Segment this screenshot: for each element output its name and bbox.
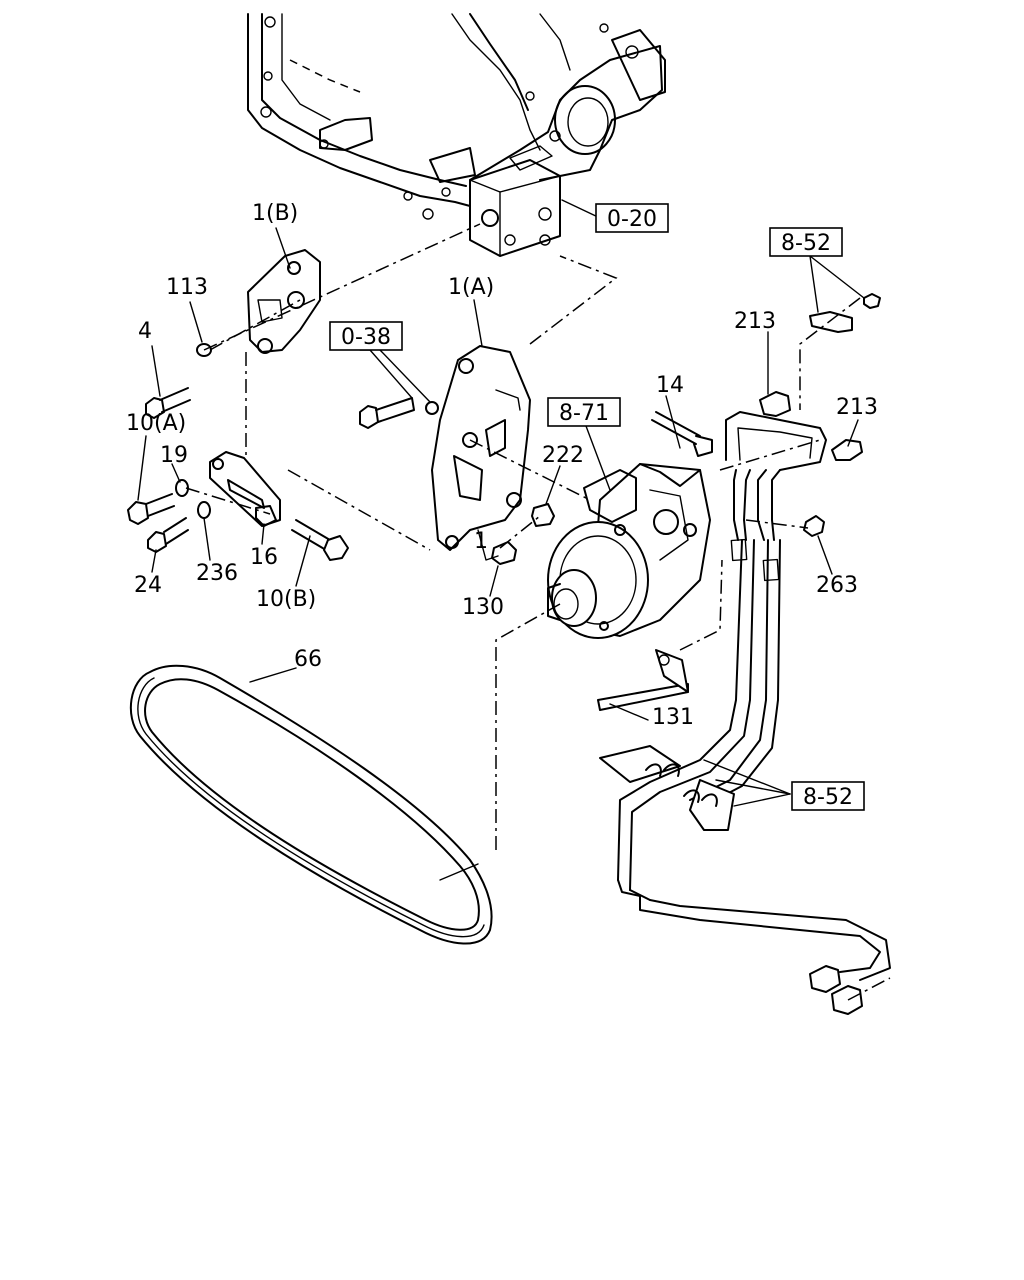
label-1a: 1(A): [448, 275, 494, 300]
engine-housing: [247, 13, 666, 257]
bracket-1a: [431, 345, 531, 551]
bracket-16: [209, 451, 281, 527]
label-14: 14: [656, 373, 684, 398]
ref-label-8-52-bottom: 8-52: [803, 785, 853, 810]
bolt-213-upper: [759, 391, 791, 417]
label-130: 130: [462, 595, 504, 620]
label-113: 113: [166, 275, 208, 300]
label-263: 263: [816, 573, 858, 598]
label-213-upper: 213: [734, 309, 776, 334]
ac-pipe-lines: [599, 411, 891, 1015]
ref-box-8-52-bottom: 8-52: [791, 781, 865, 811]
label-1b: 1(B): [252, 201, 298, 226]
ref-label-8-71: 8-71: [559, 401, 609, 426]
ref-label-8-52-top: 8-52: [781, 231, 831, 256]
ref-box-8-52-top: 8-52: [769, 227, 843, 257]
label-222: 222: [542, 443, 584, 468]
label-236: 236: [196, 561, 238, 586]
washer-0-38: [425, 401, 439, 415]
nut-263: [803, 515, 825, 537]
label-10b: 10(B): [256, 587, 316, 612]
bolt-4: [145, 387, 191, 419]
bolt-10b: [291, 519, 349, 561]
label-131: 131: [652, 705, 694, 730]
leader-lines: [137, 199, 865, 881]
spacer-222: [531, 503, 555, 527]
bolt-213-lower: [831, 439, 863, 461]
drive-belt-66: [129, 664, 493, 945]
bolt-0-38: [359, 397, 415, 429]
nut-8-52-top: [863, 293, 881, 309]
label-16: 16: [250, 545, 278, 570]
label-1: 1: [474, 529, 488, 554]
alignment-lines: [185, 223, 891, 1001]
label-66: 66: [294, 647, 322, 672]
bracket-1b: [247, 249, 321, 354]
ref-box-8-71: 8-71: [547, 397, 621, 427]
label-10a: 10(A): [126, 411, 186, 436]
washer-236: [197, 501, 211, 519]
label-19: 19: [160, 443, 188, 468]
ref-box-0-38: 0-38: [329, 321, 403, 351]
bracket-131: [597, 649, 689, 711]
bolt-10a: [127, 493, 175, 525]
label-213-lower: 213: [836, 395, 878, 420]
label-4: 4: [138, 319, 152, 344]
bolt-14: [651, 411, 713, 457]
ref-box-0-20: 0-20: [595, 203, 669, 233]
clip-8-52-top: [809, 311, 853, 333]
bolt-24: [147, 517, 189, 553]
ac-compressor: [547, 463, 711, 639]
ref-label-0-38: 0-38: [341, 325, 391, 350]
label-24: 24: [134, 573, 162, 598]
ref-label-0-20: 0-20: [607, 207, 657, 232]
